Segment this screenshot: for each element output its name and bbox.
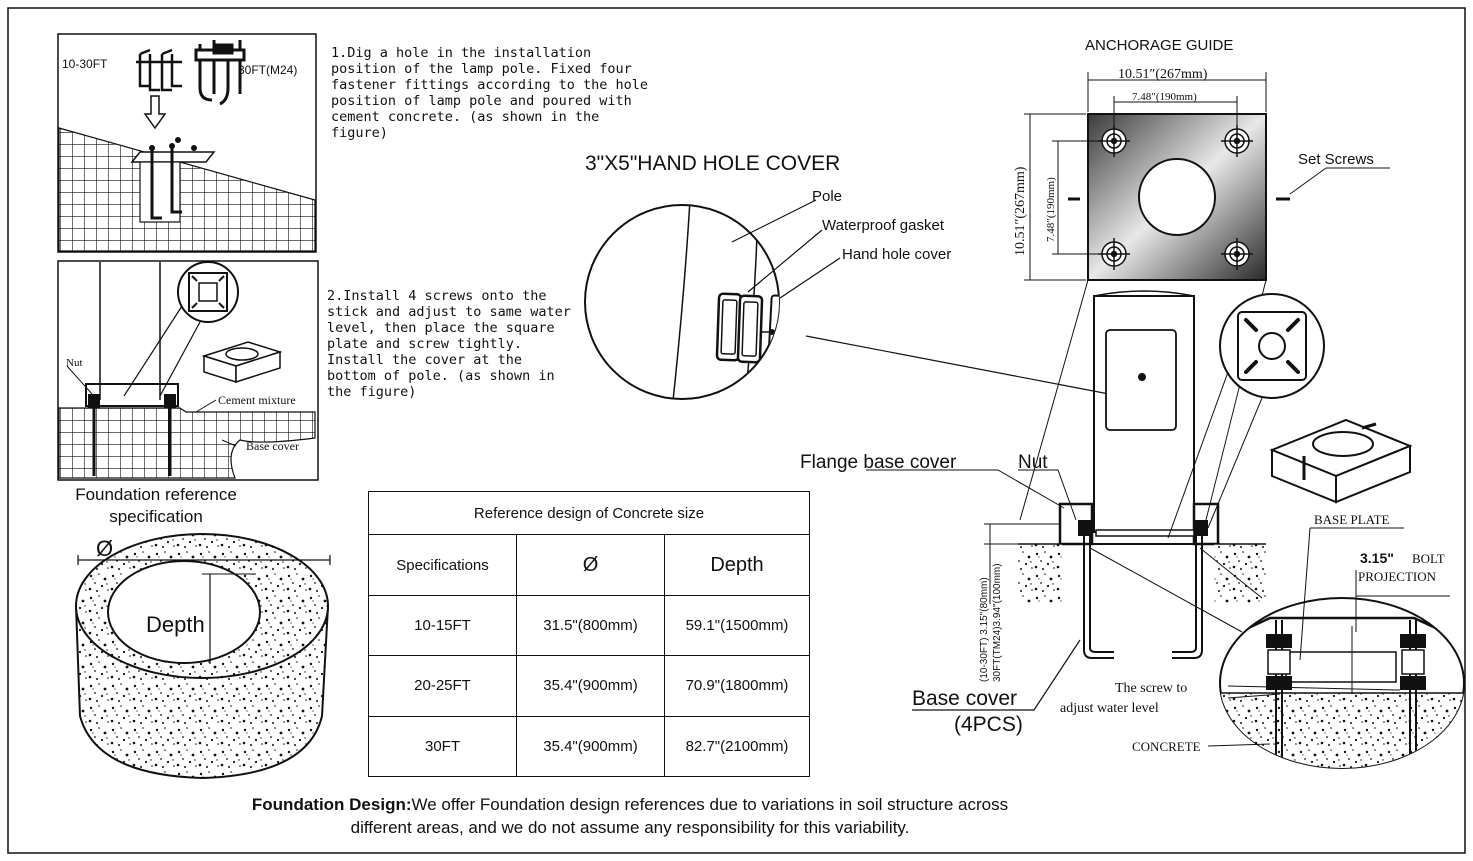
table-cell: 35.4"(900mm)	[516, 715, 665, 778]
label-nut-small: Nut	[66, 357, 83, 369]
waterproof-gasket	[715, 292, 764, 364]
pole-installation	[866, 290, 1465, 769]
step1-ground-grid	[58, 127, 316, 252]
foundation-cylinder	[75, 533, 331, 780]
label-projection: PROJECTION	[1358, 569, 1437, 584]
disclaimer-heading: Foundation Design:	[251, 795, 412, 814]
table-row: 10-15FT 31.5"(800mm) 59.1"(1500mm)	[368, 594, 810, 657]
hand-hole-screw	[1138, 373, 1146, 381]
label-10-30ft: 10-30FT	[62, 57, 108, 71]
table-cell: 35.4"(900mm)	[516, 655, 665, 717]
base-cover-block	[201, 341, 283, 384]
table-cell: 20-25FT	[368, 655, 517, 717]
table-row: 30FT 35.4"(900mm) 82.7"(2100mm)	[368, 715, 810, 778]
label-4pcs: (4PCS)	[954, 713, 1023, 736]
anchorage-plate	[1019, 72, 1390, 521]
table-cell: 30FT	[368, 715, 517, 778]
dim-outer-width: 10.51″(267mm)	[1118, 67, 1208, 82]
table-cell: 82.7"(2100mm)	[664, 715, 810, 778]
dim-vertical-2: 30FT(TM24)3.94"(100mm)	[992, 563, 1003, 682]
base-cover-block-3d	[1269, 418, 1413, 504]
anchorage-title: ANCHORAGE GUIDE	[1085, 37, 1233, 54]
dim-inner-height: 7.48″(190mm)	[1045, 177, 1057, 242]
table-row: 20-25FT 35.4"(900mm) 70.9"(1800mm)	[368, 655, 810, 717]
step2-ground-grid	[58, 407, 316, 479]
bolt-in-ground	[130, 137, 216, 223]
table-header-depth: Depth	[664, 534, 810, 596]
label-30ft-m24: 30FT(M24)	[238, 63, 297, 77]
label-concrete: CONCRETE	[1132, 739, 1201, 754]
concrete-size-table: Reference design of Concrete size Specif…	[368, 491, 810, 778]
table-cell: 70.9"(1800mm)	[664, 655, 810, 717]
table-header-specifications: Specifications	[368, 534, 517, 596]
bolt-hole-icons	[1098, 125, 1253, 270]
step1-instructions: 1.Dig a hole in the installation positio…	[331, 45, 648, 141]
label-base-cover: Base cover	[912, 687, 1017, 710]
dimension-lines	[1024, 72, 1267, 281]
dim-vertical-1: (10-30FT) 3.15"(80mm)	[979, 577, 990, 682]
label-waterproof-gasket: Waterproof gasket	[822, 217, 945, 234]
label-nut: Nut	[1018, 452, 1048, 473]
label-base-cover-small: Base cover	[246, 439, 299, 453]
label-screw-line1: The screw to	[1115, 681, 1187, 696]
table-cell: 59.1"(1500mm)	[664, 594, 810, 657]
foundation-caption: Foundation reference specification	[75, 485, 237, 526]
table-cell: 31.5"(800mm)	[516, 594, 665, 657]
step2-frame	[57, 260, 319, 481]
dim-inner-width: 7.48″(190mm)	[1132, 91, 1197, 103]
bolt-projection-detail	[1207, 527, 1465, 769]
anchor-bolts-small	[136, 48, 182, 92]
anchor-bolts-large	[194, 40, 246, 106]
label-bolt-value: 3.15"	[1360, 550, 1394, 566]
step1-figure	[57, 33, 317, 253]
foundation-design-disclaimer: Foundation Design:We offer Foundation de…	[100, 793, 1160, 839]
pole-hole	[1138, 158, 1216, 236]
label-pole: Pole	[812, 188, 842, 205]
dim-outer-height: 10.51″(267mm)	[1013, 166, 1028, 256]
step1-frame	[57, 33, 317, 253]
hand-hole-title: 3"X5"HAND HOLE COVER	[585, 152, 840, 175]
label-depth: Depth	[146, 612, 205, 637]
label-set-screws: Set Screws	[1298, 151, 1374, 168]
table-cell: 10-15FT	[368, 594, 517, 657]
label-bolt-text: BOLT	[1412, 551, 1445, 566]
label-cement-mixture: Cement mixture	[218, 393, 296, 407]
label-diameter-symbol: Ø	[96, 536, 113, 561]
label-base-plate: BASE PLATE	[1314, 512, 1390, 527]
step2-instructions: 2.Install 4 screws onto the stick and ad…	[327, 288, 571, 400]
step2-figure	[57, 260, 319, 481]
down-arrow-icon	[143, 95, 167, 130]
table-caption: Reference design of Concrete size	[368, 491, 810, 535]
disclaimer-text: We offer Foundation design references du…	[350, 795, 1009, 837]
label-flange-base-cover: Flange base cover	[800, 452, 957, 473]
label-screw-line2: adjust water level	[1060, 701, 1159, 716]
label-hand-hole-cover: Hand hole cover	[842, 246, 951, 263]
diagram-labels: 10-30FT 30FT(M24) Nut Cement mixture Bas…	[62, 37, 1445, 754]
table-header-diameter: Ø	[516, 534, 665, 596]
sheet-border	[7, 7, 1466, 854]
